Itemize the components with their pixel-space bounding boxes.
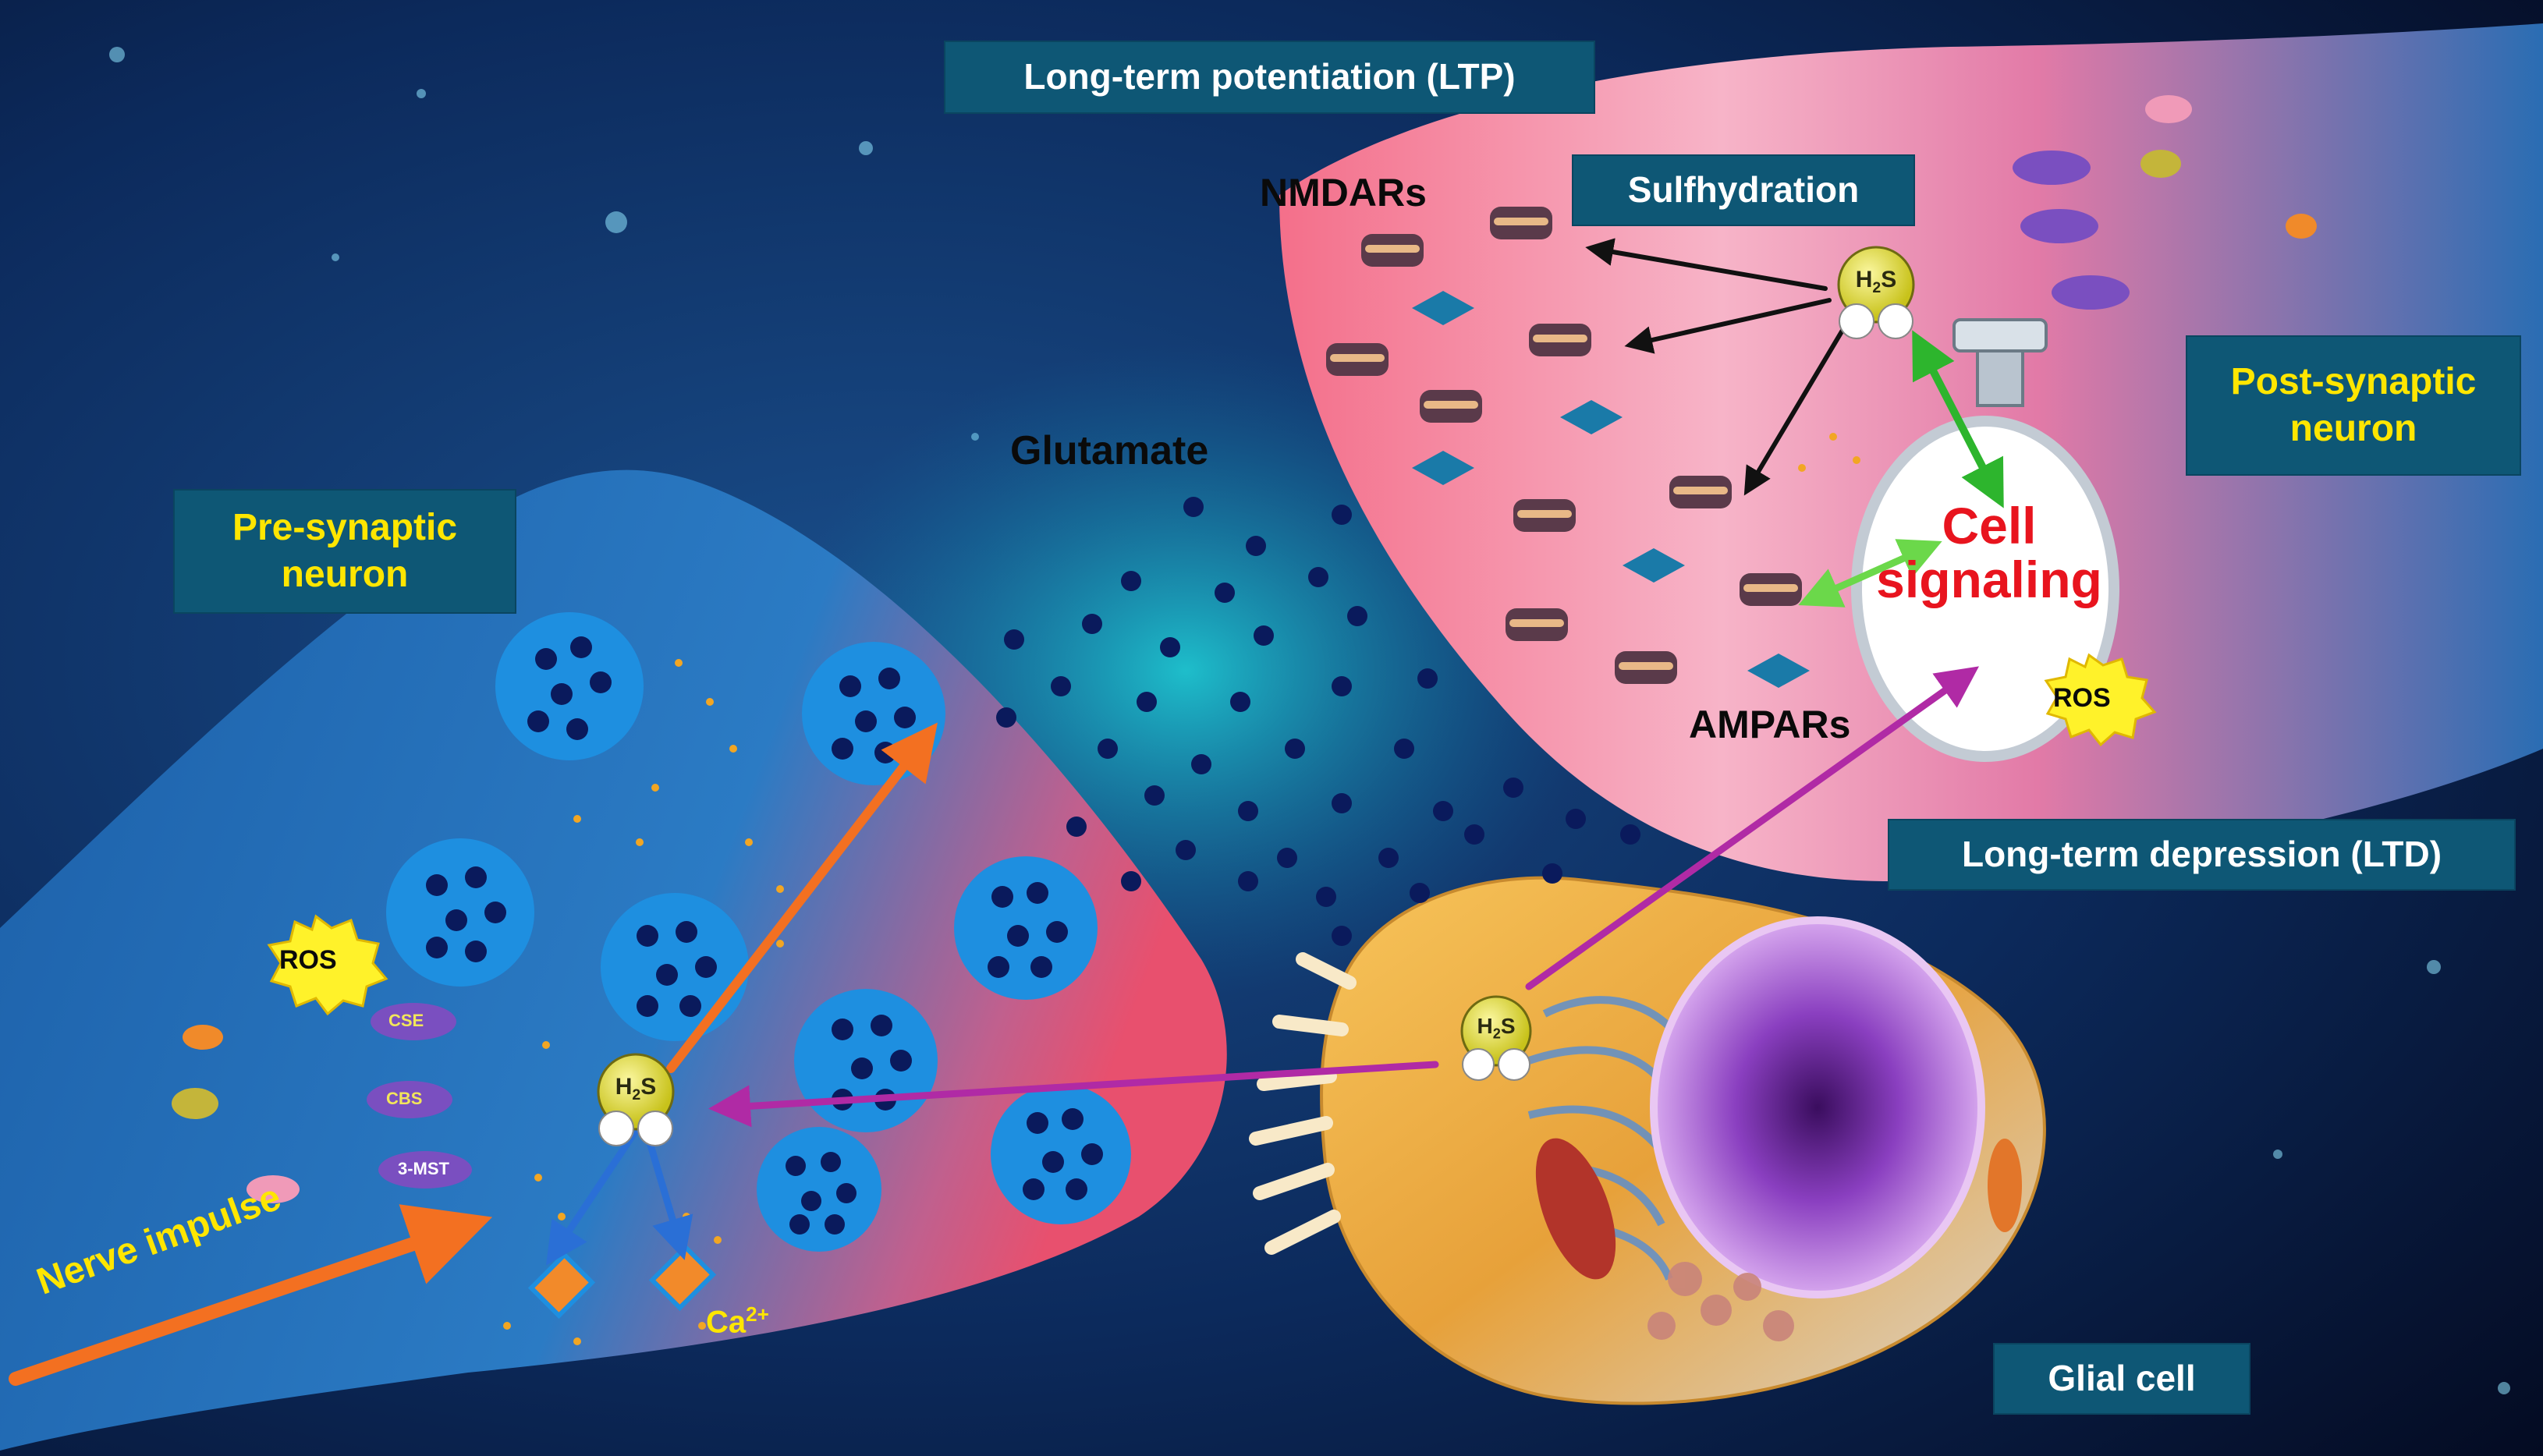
enzyme-3mst — [378, 1151, 472, 1189]
ltp-label: Long-term potentiation (LTP) — [944, 41, 1595, 114]
h2s-pre-sub: 2 — [632, 1086, 641, 1104]
h2s-post-s: S — [1881, 267, 1897, 292]
calcium-symbol: Ca — [706, 1305, 747, 1340]
calcium-channels — [527, 1243, 717, 1320]
cell-signaling-label: Cell signaling — [1864, 497, 2114, 609]
h2s-post-label: H2S — [1849, 267, 1903, 297]
arrow-h2s-to-ca-1 — [546, 1127, 640, 1266]
enzyme-cbs — [367, 1081, 452, 1118]
pre-synaptic-label: Pre-synaptic neuron — [173, 489, 516, 614]
ampars-label: AMPARs — [1689, 703, 1851, 746]
arrow-ampar-cell-signaling — [1798, 539, 1942, 608]
nmda-receptors — [1326, 207, 1802, 684]
enzymes-pre — [172, 1003, 472, 1203]
calcium-label: Ca2+ — [706, 1302, 769, 1340]
arrow-h2s-nmdar-2 — [1624, 298, 1832, 354]
nucleus — [1650, 916, 1985, 1298]
cell-signaling-line1: Cell — [1942, 497, 2037, 554]
h2s-molecule-glial — [1460, 995, 1532, 1081]
enzymes-post — [2013, 95, 2317, 310]
calcium-charge: 2+ — [746, 1302, 769, 1326]
arrow-h2s-cell-signaling — [1912, 330, 2004, 508]
h2s-pre-s: S — [640, 1074, 657, 1100]
arrow-h2s-to-vesicle — [666, 722, 938, 1073]
mitochondrion — [1535, 1138, 1616, 1280]
h2s-molecule-post — [1837, 246, 1915, 339]
ros-pre-label: ROS — [279, 945, 337, 975]
ltd-label: Long-term depression (LTD) — [1888, 819, 2516, 891]
ros-post-label: ROS — [2053, 683, 2111, 713]
h2s-dots — [503, 433, 1860, 1345]
h2s-glial-s: S — [1500, 1014, 1516, 1038]
glutamate-label: Glutamate — [1010, 428, 1209, 473]
post-synaptic-label: Post-synaptic neuron — [2186, 335, 2521, 476]
arrow-h2s-nmdar-3 — [1743, 317, 1851, 496]
vesicle — [386, 838, 534, 987]
enzyme-cse-label: CSE — [388, 1011, 424, 1030]
h2s-glial-h: H — [1477, 1014, 1493, 1038]
vesicle — [954, 856, 1098, 1000]
enzyme-3mst-label: 3-MST — [398, 1159, 449, 1178]
arrow-nerve-impulse — [9, 1204, 493, 1386]
glial-cell-label: Glial cell — [1993, 1343, 2250, 1415]
cell-signaling-line2: signaling — [1876, 551, 2102, 609]
arrow-h2s-to-ca-2 — [644, 1131, 693, 1260]
vesicle — [802, 642, 945, 785]
vesicle — [757, 1127, 881, 1252]
h2s-pre-label: H2S — [608, 1074, 663, 1104]
enzyme-cse — [371, 1003, 456, 1040]
arrow-glial-to-post — [1525, 666, 1979, 990]
enzyme-cbs-label: CBS — [386, 1089, 423, 1108]
ros-burst-post — [2044, 653, 2157, 747]
h2s-molecule-pre — [597, 1053, 675, 1146]
sulfhydration-label: Sulfhydration — [1572, 154, 1915, 226]
arrow-h2s-nmdar-1 — [1585, 238, 1828, 291]
h2s-glial-sub: 2 — [1492, 1026, 1501, 1042]
ros-burst-pre — [267, 914, 388, 1016]
mitochondrion-small — [1988, 1139, 2022, 1232]
h2s-pre-h: H — [615, 1074, 633, 1100]
vesicle — [794, 989, 938, 1132]
h2s-glial-label: H2S — [1470, 1014, 1522, 1043]
vesicles — [386, 612, 1131, 1252]
nmdars-label: NMDARs — [1260, 171, 1427, 214]
h2s-post-sub: 2 — [1872, 279, 1882, 296]
vesicle — [495, 612, 644, 760]
vesicle — [601, 893, 749, 1041]
h2s-post-h: H — [1855, 267, 1873, 292]
glutamate-molecules — [996, 497, 1640, 946]
ampa-receptors — [1412, 291, 1810, 688]
arrow-glial-to-pre — [708, 1061, 1439, 1128]
vesicle — [991, 1084, 1131, 1224]
arrows — [9, 238, 2004, 1386]
